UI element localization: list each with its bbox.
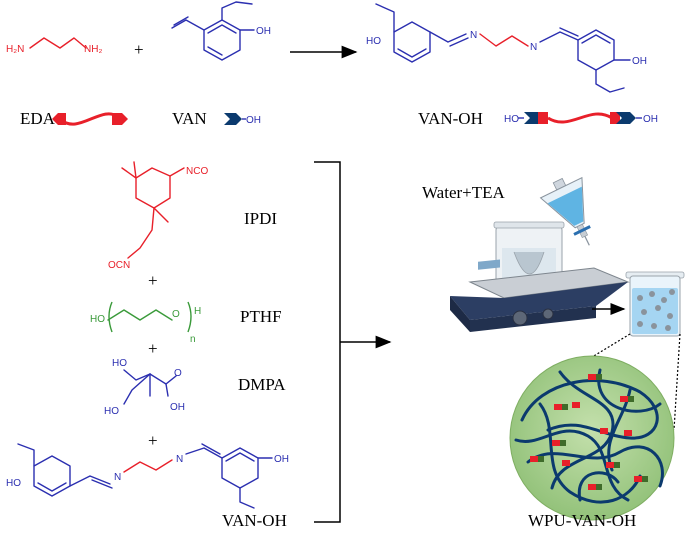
plus-top: + (134, 40, 144, 59)
dmpa-o: O (174, 368, 182, 379)
van-label: VAN (172, 109, 207, 128)
pthf-o: O (172, 309, 180, 320)
product-icon: HO OH (504, 112, 658, 125)
polymer-network-icon (509, 355, 675, 521)
product-label-top: VAN-OH (418, 109, 483, 128)
product-oh-left: HO (366, 36, 381, 47)
eda-icon (52, 112, 128, 126)
ipdi-structure: NCO OCN (108, 161, 208, 271)
van-icon: OH (224, 113, 261, 126)
pthf-n: n (190, 334, 196, 345)
pthf-h: H (194, 306, 201, 317)
vanillin-structure: OH (171, 1, 271, 61)
vanoh-label-left: VAN-OH (222, 511, 287, 530)
vanoh-oh: OH (274, 454, 289, 465)
funnel-icon (539, 176, 591, 246)
ipdi-nco-top: NCO (186, 166, 208, 177)
vanoh-structure-left: HO N N OH (6, 443, 289, 509)
dmpa-oh: OH (170, 402, 185, 413)
plus-3: + (148, 431, 158, 450)
product-imine-n1: N (470, 30, 477, 41)
vanoh-n2: N (176, 454, 183, 465)
wpu-product-label: WPU-VAN-OH (528, 511, 636, 530)
ipdi-label: IPDI (244, 209, 277, 228)
dmpa-label: DMPA (238, 375, 286, 394)
eda-amine-left: H₂N (6, 44, 24, 55)
pthf-structure: HO O H n (90, 301, 201, 345)
vanoh-n1: N (114, 472, 121, 483)
eda-structure: H₂N NH₂ (6, 37, 102, 55)
eda-label: EDA (20, 109, 56, 128)
product-icon-oh: OH (643, 114, 658, 125)
pthf-label: PTHF (240, 307, 282, 326)
zoom-line-right (673, 333, 681, 431)
dmpa-ho-top: HO (112, 358, 127, 369)
solvent-label: Water+TEA (422, 183, 506, 202)
product-imine-n2: N (530, 42, 537, 53)
eda-amine-right: NH₂ (84, 44, 102, 55)
plus-2: + (148, 339, 158, 358)
dispersion-beaker-icon (625, 271, 685, 337)
ipdi-nco-bottom: OCN (108, 260, 130, 271)
vanoh-ho: HO (6, 478, 21, 489)
reagent-bracket (314, 161, 341, 523)
eda-chain (29, 37, 87, 49)
magnetic-stirrer-icon (450, 221, 630, 332)
van-oh-group: OH (256, 26, 271, 37)
dmpa-ho-bottom: HO (104, 406, 119, 417)
plus-1: + (148, 271, 158, 290)
product-oh-right: OH (632, 56, 647, 67)
dmpa-structure: HO O OH HO (104, 358, 185, 417)
product-structure-top: HO N N OH (366, 3, 647, 93)
product-icon-ho: HO (504, 114, 519, 125)
van-icon-oh: OH (246, 115, 261, 126)
van-ring (203, 19, 241, 61)
pthf-ho: HO (90, 314, 105, 325)
